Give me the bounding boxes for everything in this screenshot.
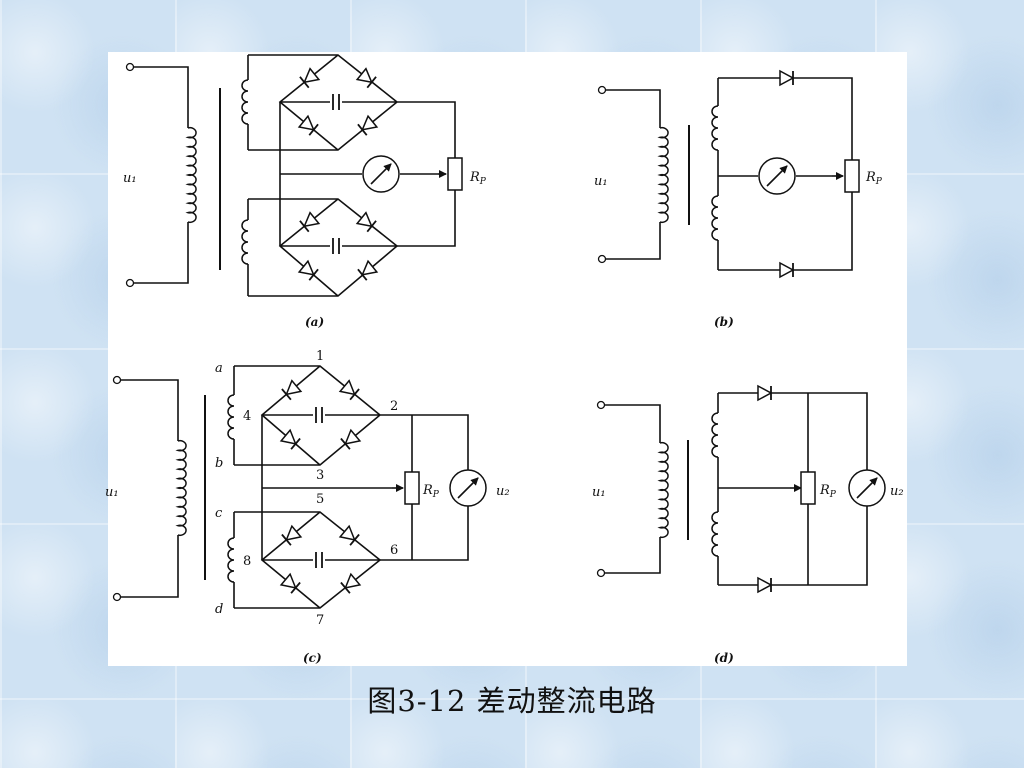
output-label: u₂ — [496, 484, 510, 499]
input-terminal — [125, 62, 135, 72]
primary-coil — [657, 126, 669, 224]
resistor — [404, 471, 420, 505]
node-label: 7 — [316, 613, 324, 628]
primary-coil — [657, 441, 669, 539]
resistor — [844, 159, 860, 193]
input-terminal — [597, 85, 607, 95]
figure-caption-c: (c) — [303, 651, 322, 665]
node-label: 2 — [390, 399, 398, 414]
terminal-label: d — [215, 602, 223, 617]
secondary-coil-upper — [241, 79, 249, 125]
secondary-coil-lower — [711, 511, 719, 557]
circuit-c: u₁ RP u₂ a b c d 1 2 3 4 5 6 7 8 (c) — [105, 349, 510, 665]
resistor-label: RP — [865, 170, 883, 187]
node-label: 5 — [316, 492, 324, 507]
diode — [779, 262, 794, 278]
figure-caption-a: (a) — [305, 315, 324, 329]
diode — [757, 385, 772, 401]
circuit-a: u₁ RP (a) — [123, 54, 487, 329]
input-terminal — [112, 592, 122, 602]
slide-caption: 图3-12 差动整流电路 — [367, 684, 657, 718]
secondary-coil-upper — [711, 412, 719, 458]
diode — [298, 115, 319, 137]
secondary-coil-lower — [711, 195, 719, 241]
resistor-label: RP — [819, 483, 837, 500]
resistor — [447, 157, 463, 191]
input-terminal — [596, 400, 606, 410]
diode — [779, 70, 794, 86]
node-label: 8 — [243, 554, 251, 569]
output-label: u₂ — [890, 484, 904, 499]
input-terminal — [596, 568, 606, 578]
node-label: 4 — [243, 409, 251, 424]
figure-panel — [108, 52, 907, 666]
input-label: u₁ — [105, 485, 119, 500]
circuit-d: u₁ RP u₂ (d) — [592, 385, 904, 665]
diode — [299, 67, 320, 89]
resistor-label: RP — [422, 483, 440, 500]
figure-caption-b: (b) — [714, 315, 734, 329]
circuit-b: u₁ RP (b) — [594, 70, 883, 329]
input-label: u₁ — [123, 171, 137, 186]
input-terminal — [125, 278, 135, 288]
terminal-label: c — [215, 506, 223, 521]
input-terminal — [112, 375, 122, 385]
figure-caption-d: (d) — [714, 651, 734, 665]
terminal-label: a — [215, 361, 223, 376]
node-label: 3 — [316, 468, 324, 483]
node-label: 6 — [390, 543, 398, 558]
node-label: 1 — [316, 349, 324, 364]
input-terminal — [597, 254, 607, 264]
secondary-coil-lower — [227, 537, 235, 583]
resistor — [800, 471, 816, 505]
secondary-coil-lower — [241, 219, 249, 265]
input-label: u₁ — [592, 485, 606, 500]
input-label: u₁ — [594, 174, 608, 189]
secondary-coil-upper — [227, 394, 235, 440]
primary-coil — [175, 439, 187, 537]
resistor-label: RP — [469, 170, 487, 187]
secondary-coil-upper — [711, 105, 719, 151]
primary-coil — [185, 126, 197, 224]
terminal-label: b — [215, 456, 223, 471]
diode — [757, 577, 772, 593]
